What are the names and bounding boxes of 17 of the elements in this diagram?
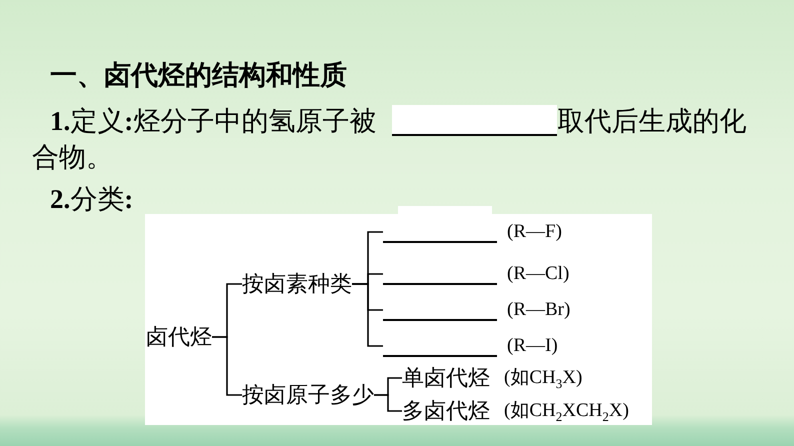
subheading-text: 2.分类: [50, 183, 134, 216]
section-title: 一、卤代烃的结构和性质 [50, 59, 347, 93]
definition-text: 1.定义:烃分子中的氢原子被 取代后生成的化合物。 [32, 104, 748, 174]
category-label: 按卤素种类 [242, 271, 352, 297]
example-formula: (R—Br) [507, 298, 570, 322]
example-formula: (如CH$_{3}$X) [504, 366, 582, 390]
category-label: 卤代烃 [146, 324, 212, 350]
example-formula: (R—F) [507, 220, 562, 244]
example-formula: (R—I) [507, 334, 558, 358]
category-label: 单卤代烃 [402, 365, 490, 391]
connector-line [374, 394, 402, 412]
category-label: 多卤代烃 [402, 398, 490, 424]
connector-line [212, 336, 242, 396]
connector-line [352, 283, 383, 347]
category-label: 按卤原子多少 [242, 382, 374, 408]
example-formula: (R—Cl) [507, 262, 570, 286]
example-formula: (如CH$_{2}$XCH$_{2}$X) [504, 399, 629, 423]
